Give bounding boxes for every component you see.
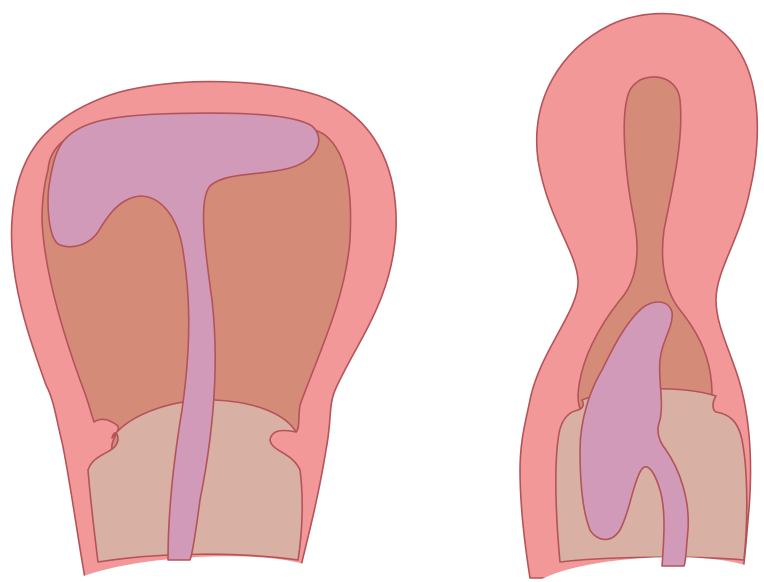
left-figure xyxy=(12,82,397,582)
right-figure xyxy=(520,14,757,582)
